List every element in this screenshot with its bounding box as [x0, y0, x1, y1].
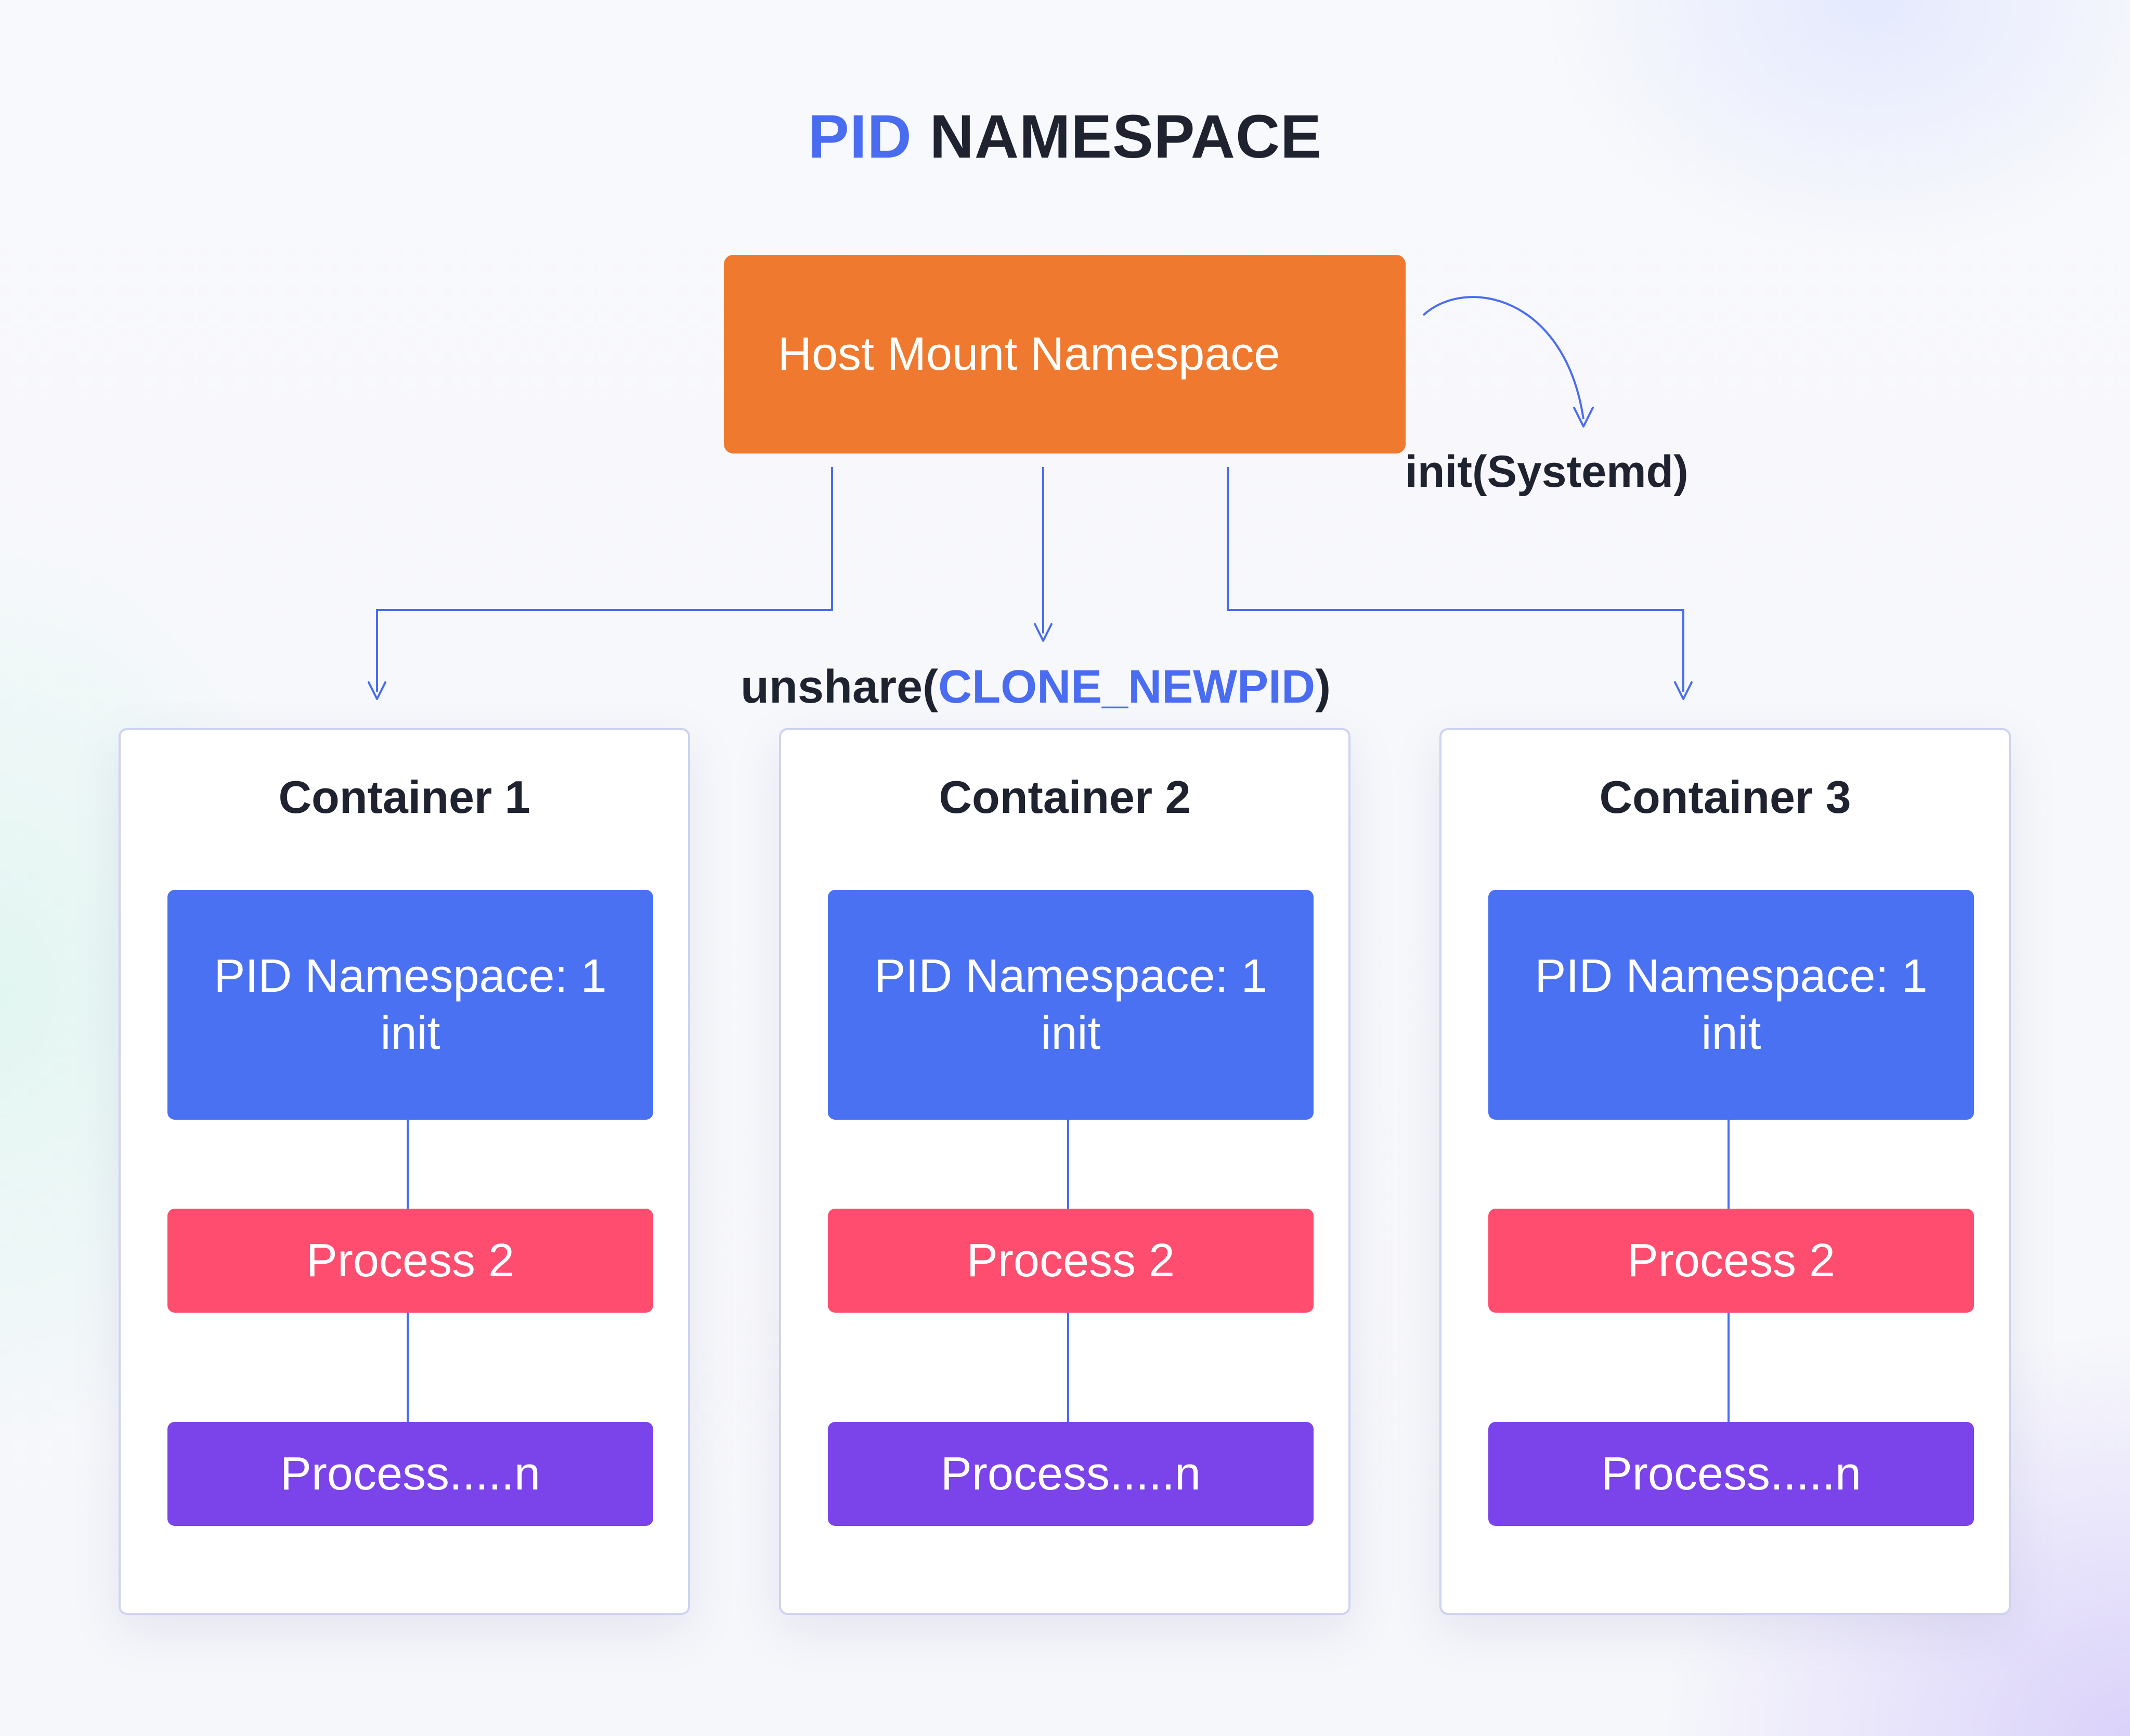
container-title: Container 2 [939, 771, 1191, 823]
process-2-box: Process 2 [828, 1209, 1314, 1313]
process-2-label: Process 2 [306, 1234, 515, 1287]
branch-to-container-3 [1227, 467, 1684, 692]
link-line [407, 1313, 409, 1422]
unshare-label: unshare(CLONE_NEWPID) [741, 660, 1331, 714]
link-line [1728, 1313, 1730, 1422]
process-2-label: Process 2 [966, 1234, 1175, 1287]
link-line [1728, 1120, 1730, 1209]
process-n-box: Process.....n [1488, 1422, 1974, 1526]
host-mount-namespace-box: Host Mount Namespace [724, 255, 1406, 454]
arrowhead-container-2 [1034, 623, 1053, 642]
init-curve-arrow [1422, 296, 1584, 420]
title-main: NAMESPACE [929, 102, 1322, 171]
container-title: Container 3 [1599, 771, 1851, 823]
process-n-label: Process.....n [280, 1447, 541, 1500]
unshare-prefix: unshare( [741, 661, 939, 713]
pid-namespace-label: PID Namespace: 1 [1535, 950, 1928, 1002]
unshare-suffix: ) [1315, 661, 1331, 713]
process-2-label: Process 2 [1627, 1234, 1836, 1287]
title-accent: PID [808, 102, 912, 171]
process-n-box: Process.....n [828, 1422, 1314, 1526]
arrowhead-container-3 [1674, 681, 1693, 700]
pid-namespace-box: PID Namespace: 1 init [1488, 890, 1974, 1120]
process-n-box: Process.....n [167, 1422, 653, 1526]
init-systemd-label: init(Systemd) [1405, 447, 1689, 497]
link-line [407, 1120, 409, 1209]
process-n-label: Process.....n [940, 1447, 1201, 1500]
link-line [1067, 1313, 1069, 1422]
pid-namespace-label: PID Namespace: 1 [214, 950, 607, 1002]
process-2-box: Process 2 [1488, 1209, 1974, 1313]
container-title: Container 1 [278, 771, 530, 823]
container-1: Container 1 PID Namespace: 1 init Proces… [119, 728, 690, 1615]
process-n-label: Process.....n [1601, 1447, 1862, 1500]
diagram-title: PID NAMESPACE [0, 101, 2130, 172]
host-label: Host Mount Namespace [778, 328, 1280, 380]
pid-namespace-box: PID Namespace: 1 init [828, 890, 1314, 1120]
pid-init-label: init [1701, 1007, 1761, 1059]
pid-init-label: init [380, 1007, 440, 1059]
arrowhead-container-1 [368, 681, 386, 700]
link-line [1067, 1120, 1069, 1209]
unshare-flag: CLONE_NEWPID [938, 661, 1316, 713]
pid-namespace-box: PID Namespace: 1 init [167, 890, 653, 1120]
branch-to-container-1 [376, 467, 833, 692]
pid-init-label: init [1041, 1007, 1101, 1059]
init-arrowhead [1573, 407, 1594, 427]
container-2: Container 2 PID Namespace: 1 init Proces… [779, 728, 1350, 1615]
pid-namespace-label: PID Namespace: 1 [874, 950, 1267, 1002]
process-2-box: Process 2 [167, 1209, 653, 1313]
container-3: Container 3 PID Namespace: 1 init Proces… [1439, 728, 2011, 1615]
